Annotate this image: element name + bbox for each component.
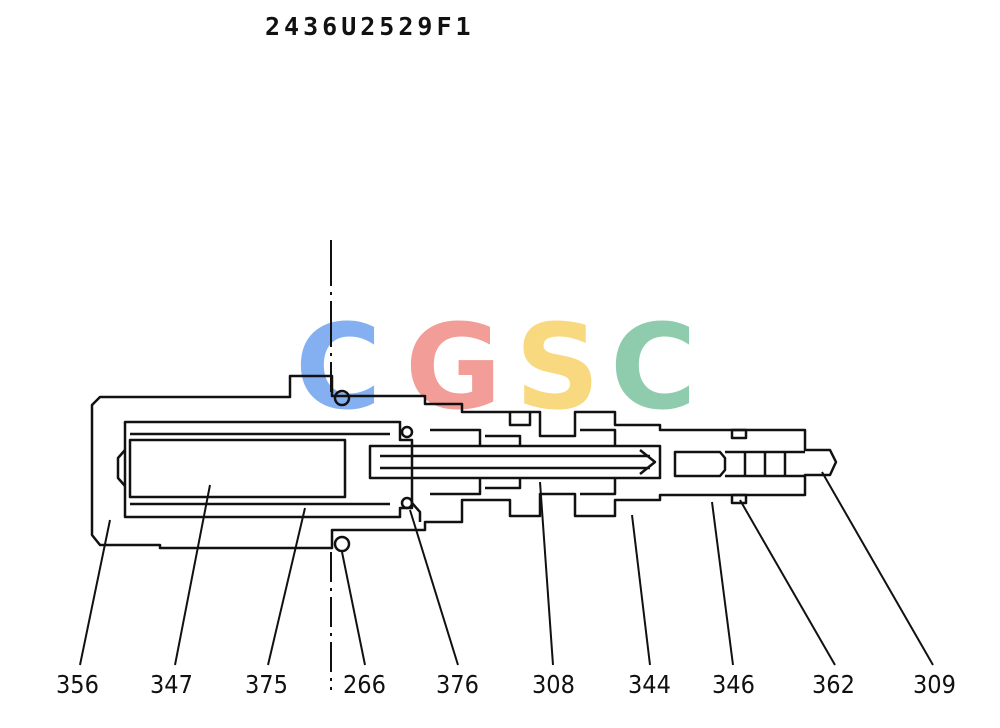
leader-309 <box>821 471 934 666</box>
part-label-376: 376 <box>436 670 479 699</box>
watermark-letter-3: S <box>515 298 600 436</box>
watermark: C G S C <box>295 298 697 436</box>
part-label-344: 344 <box>628 670 671 699</box>
leader-356 <box>79 519 111 666</box>
leader-346 <box>711 501 734 666</box>
watermark-letter-1: C <box>295 298 382 436</box>
part-label-347: 347 <box>150 670 193 699</box>
part-label-309: 309 <box>913 670 956 699</box>
leader-266 <box>341 551 366 666</box>
part-label-346: 346 <box>712 670 755 699</box>
valve-body <box>90 374 838 553</box>
leader-344 <box>631 514 651 666</box>
leader-lines <box>79 471 934 666</box>
leader-362 <box>739 499 836 666</box>
leader-376 <box>409 509 459 666</box>
part-label-375: 375 <box>245 670 288 699</box>
leader-347 <box>174 484 211 666</box>
drawing-code: 2436U2529F1 <box>265 12 475 41</box>
part-label-356: 356 <box>56 670 99 699</box>
leader-308 <box>539 481 554 666</box>
part-labels: 356 347 375 266 376 308 344 346 362 309 <box>56 670 956 699</box>
watermark-letter-4: C <box>610 298 697 436</box>
part-label-266: 266 <box>343 670 386 699</box>
part-label-308: 308 <box>532 670 575 699</box>
leader-375 <box>267 507 306 666</box>
part-label-362: 362 <box>812 670 855 699</box>
watermark-letter-2: G <box>405 298 502 436</box>
